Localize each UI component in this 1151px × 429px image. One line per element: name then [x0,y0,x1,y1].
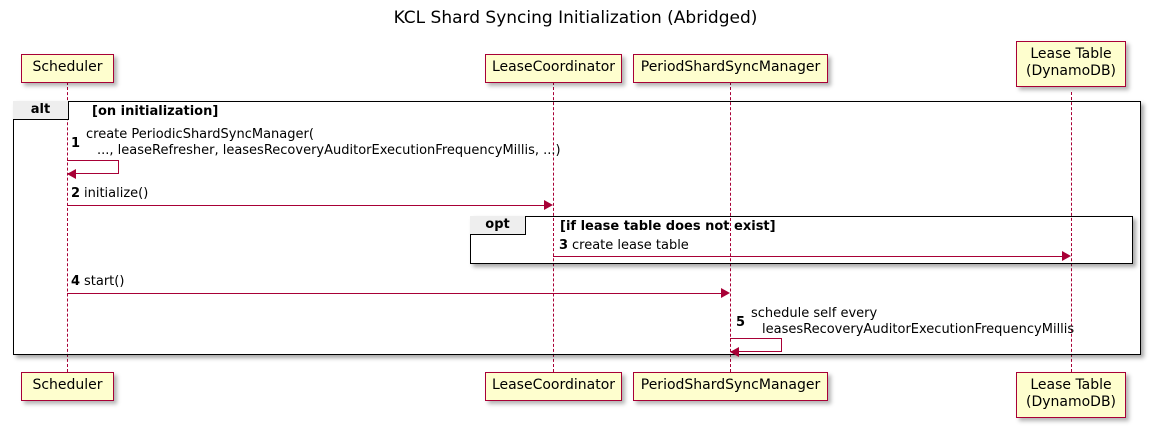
opt-frame-tab-corner [526,217,539,234]
participant-periodshardsyncmanager-label-bottom: PeriodShardSyncManager [640,377,821,393]
message-2-arrowhead [544,200,553,210]
participant-leasetable-label-bottom-line1: Lease Table [1030,377,1112,393]
message-3-line [553,256,1062,257]
participant-leasetable-label-line1: Lease Table [1030,46,1112,62]
message-3-number: 3 [559,238,569,253]
participant-leasecoordinator-label-bottom: LeaseCoordinator [491,377,616,393]
message-1-label-line1: create PeriodicShardSyncManager( [86,127,314,142]
diagram-title: KCL Shard Syncing Initialization (Abridg… [393,8,758,28]
message-5-self-loop [730,338,782,352]
message-3-arrowhead [1062,251,1071,261]
message-2-line [67,205,544,206]
opt-frame-condition: [if lease table does not exist] [560,219,776,234]
participant-leasetable-label-bottom-line2: (DynamoDB) [1025,394,1117,410]
message-3-label: create lease table [572,238,689,253]
participant-periodshardsyncmanager-label: PeriodShardSyncManager [640,59,821,75]
message-4-line [67,293,721,294]
alt-frame-tab-corner [69,102,82,119]
lifeline-scheduler [67,82,68,372]
participant-scheduler-label-bottom: Scheduler [32,377,103,393]
message-4-label: start() [84,274,125,289]
alt-frame-condition: [on initialization] [92,104,219,119]
participant-leasecoordinator-bottom[interactable]: LeaseCoordinator [485,372,622,401]
participant-scheduler-bottom[interactable]: Scheduler [21,372,114,401]
lifeline-leasecoordinator [553,82,554,372]
participant-leasetable-bottom[interactable]: Lease Table (DynamoDB) [1016,372,1126,418]
participant-scheduler-top[interactable]: Scheduler [21,54,114,83]
message-5-number: 5 [736,315,746,330]
message-1-label-line2: ..., leaseRefresher, leasesRecoveryAudit… [97,143,561,158]
participant-periodshardsyncmanager-top[interactable]: PeriodShardSyncManager [633,54,828,83]
message-1-self-loop [67,160,119,174]
participant-leasetable-top[interactable]: Lease Table (DynamoDB) [1016,41,1126,87]
message-5-arrowhead [730,347,739,357]
participant-leasetable-label-line2: (DynamoDB) [1025,63,1117,79]
message-2-label: initialize() [84,186,149,201]
participant-leasecoordinator-label: LeaseCoordinator [491,59,616,75]
participant-leasecoordinator-top[interactable]: LeaseCoordinator [485,54,622,83]
message-1-arrowhead [67,169,76,179]
message-2-number: 2 [71,186,81,201]
alt-frame-tab: alt [13,101,69,120]
lifeline-leasetable [1071,92,1072,372]
alt-frame [13,101,1141,355]
message-5-label-line2: leasesRecoveryAuditorExecutionFrequencyM… [762,322,1075,337]
opt-frame [470,216,1133,264]
participant-scheduler-label: Scheduler [32,59,103,75]
message-4-number: 4 [71,274,81,289]
participant-periodshardsyncmanager-bottom[interactable]: PeriodShardSyncManager [633,372,828,401]
opt-frame-tab: opt [470,216,526,235]
message-1-number: 1 [71,136,81,151]
message-4-arrowhead [721,288,730,298]
message-5-label-line1: schedule self every [751,306,878,321]
lifeline-periodshardsyncmanager [730,82,731,372]
